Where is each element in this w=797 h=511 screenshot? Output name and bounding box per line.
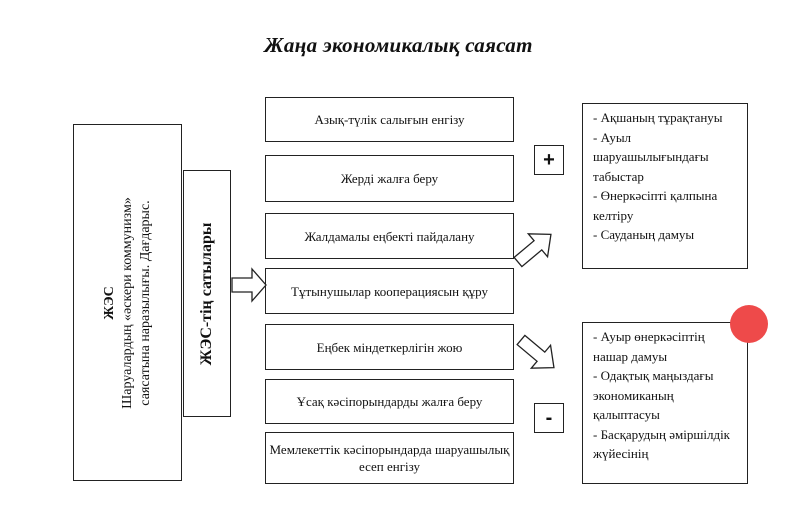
positive-item-3: - Өнеркәсіпті қалпына келтіру (593, 188, 718, 223)
stages-box: ЖЭС-тің сатылары (183, 170, 231, 417)
diagram-title: Жаңа экономикалық саясат (264, 33, 533, 57)
positive-item-4: - Сауданың дамуы (593, 227, 695, 242)
negative-results-box: - Ауыр өнеркәсіптің нашар дамуы - Одақты… (582, 322, 748, 484)
step-label-3: Жалдамалы еңбекті пайдалану (304, 228, 475, 244)
step-label-7: Мемлекеттік кәсіпорындарда шаруашылық ес… (269, 442, 510, 474)
step-label-4: Тұтынушылар кооперациясын құру (291, 283, 488, 299)
negative-item-1: - Ауыр өнеркәсіптің нашар дамуы (593, 329, 705, 364)
arrow-to-negative (516, 334, 555, 369)
plus-sign-box: + (534, 145, 564, 175)
positive-results-box: - Ақшаның тұрақтануы - Ауыл шаруашылығын… (582, 103, 748, 269)
arrow-to-positive (513, 233, 552, 268)
step-box-5: Еңбек міндеткерлігін жою (265, 324, 514, 370)
minus-sign-box: - (534, 403, 564, 433)
negative-item-3: - Басқарудың әміршілдік жүйесінің (593, 426, 730, 462)
arrow-stages-to-steps (231, 267, 267, 303)
step-box-2: Жерді жалға беру (265, 155, 514, 202)
step-box-6: Ұсақ кәсіпорындарды жалға беру (265, 379, 514, 424)
red-dot-marker (730, 305, 768, 343)
left-cause-box: ЖЭС Шаруалардың «әскери коммунизм» саяса… (73, 124, 182, 481)
step-label-5: Еңбек міндеткерлігін жою (316, 339, 463, 355)
step-box-1: Азық-түлік салығын енгізу (265, 97, 514, 142)
step-label-2: Жерді жалға беру (340, 171, 439, 186)
step-label-1: Азық-түлік салығын енгізу (314, 112, 465, 127)
positive-item-1: - Ақшаның тұрақтануы (593, 110, 723, 125)
step-box-3: Жалдамалы еңбекті пайдалану (265, 213, 514, 259)
negative-item-2: - Одақтық маңыздағы экономиканың қалыпта… (593, 368, 714, 422)
step-label-6: Ұсақ кәсіпорындарды жалға беру (296, 394, 483, 409)
step-box-7: Мемлекеттік кәсіпорындарда шаруашылық ес… (265, 432, 514, 484)
step-box-4: Тұтынушылар кооперациясын құру (265, 268, 514, 314)
positive-item-2: - Ауыл шаруашылығындағы табыстар (593, 129, 709, 184)
